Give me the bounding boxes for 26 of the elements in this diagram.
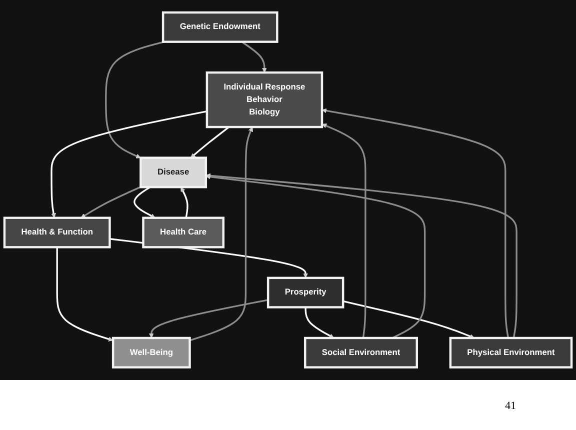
arrow [190,126,253,342]
arrow [206,173,518,338]
arrow [322,124,366,338]
node-box: Social Environment [304,336,418,369]
node-box: Health & Function [3,216,111,248]
arrow [322,108,510,338]
node-box: Individual Response Behavior Biology [206,72,324,128]
node-box: Disease [140,156,208,188]
arrow [342,300,475,339]
node-box: Health Care [142,216,224,248]
arrow [190,126,230,158]
node-box: Physical Environment [449,336,573,369]
arrow [56,247,114,342]
page-number: 41 [505,400,516,412]
arrow [180,186,188,218]
arrow [105,41,165,158]
arrow [134,186,156,218]
node-box: Well-Being [112,336,191,369]
node-box: Prosperity [266,276,344,308]
arrow [80,186,142,218]
arrow [206,174,426,339]
arrow [241,41,267,73]
node-box: Genetic Endowment [162,11,278,44]
arrow [50,110,208,218]
arrow [304,307,334,338]
arrow [148,299,268,338]
